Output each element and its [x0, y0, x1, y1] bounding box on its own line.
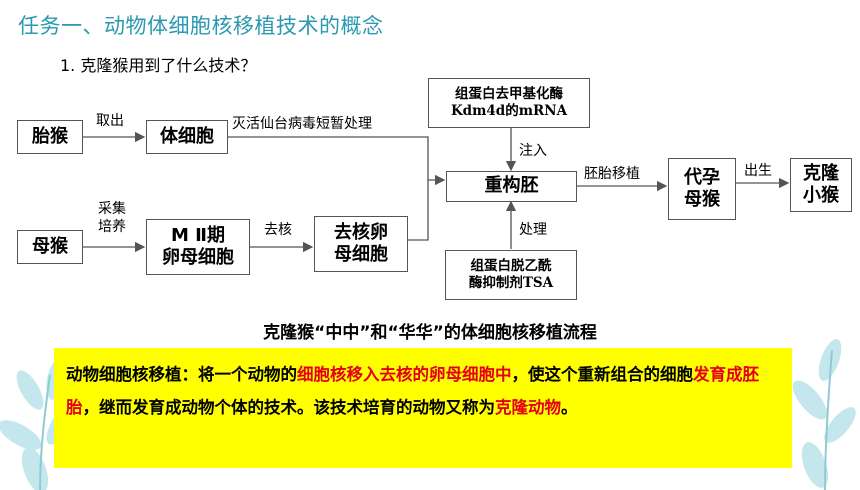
highlight-develop-embryo: 发育成胚胎	[66, 365, 759, 417]
highlight-nucleus-transfer: 细胞核移入去核的卵母细胞中	[297, 365, 512, 384]
node-enucleated-oocyte: 去核卵 母细胞	[314, 216, 408, 272]
edge-label-inactivated-virus: 灭活仙台病毒短暂处理	[232, 116, 372, 132]
node-surrogate-mother: 代孕 母猴	[668, 158, 736, 220]
definition-box: 动物细胞核移植：将一个动物的细胞核移入去核的卵母细胞中，使这个重新组合的细胞发育…	[54, 348, 792, 468]
node-tsa-inhibitor: 组蛋白脱乙酰 酶抑制剂TSA	[445, 250, 577, 300]
edge-label-treat: 处理	[519, 222, 547, 238]
question-text: 1. 克隆猴用到了什么技术？	[60, 56, 257, 75]
node-fetal-monkey: 胎猴	[17, 120, 83, 154]
edge-label-embryo-transfer: 胚胎移植	[584, 166, 640, 182]
edge-label-collect-culture: 采集 培养	[98, 201, 126, 235]
node-mother-monkey: 母猴	[17, 230, 83, 264]
node-cloned-monkey: 克隆 小猴	[790, 158, 852, 212]
edge-label-take-out: 取出	[96, 113, 124, 129]
node-reconstructed-embryo: 重构胚	[446, 171, 577, 202]
page-title: 任务一、动物体细胞核移植技术的概念	[18, 14, 384, 38]
diagram-caption: 克隆猴“中中”和“华华”的体细胞核移植流程	[263, 323, 597, 343]
edge-label-birth: 出生	[744, 163, 772, 179]
leaf-decoration-right-icon	[792, 339, 856, 490]
node-mii-oocyte: M Ⅱ期 卵母细胞	[146, 219, 250, 275]
node-somatic-cell: 体细胞	[146, 120, 228, 154]
edge-label-enucleate: 去核	[264, 222, 292, 238]
edge-label-inject: 注入	[519, 143, 547, 159]
node-demethylase-mrna: 组蛋白去甲基化酶 Kdm4d的mRNA	[428, 78, 590, 128]
highlight-cloned-animal: 克隆动物	[495, 398, 561, 417]
